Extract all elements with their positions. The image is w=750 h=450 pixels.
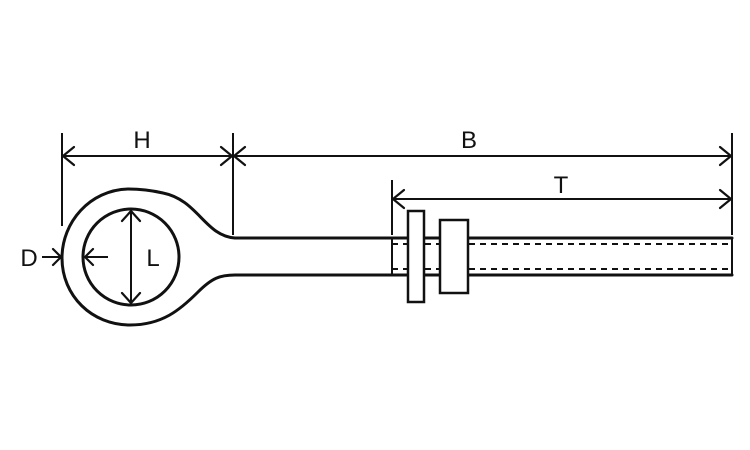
eye-ring-outer (60, 187, 237, 327)
washer (406, 209, 426, 304)
dimension-l-label: L (146, 245, 159, 272)
dimension-b-label: B (461, 127, 477, 154)
dimension-d-arrow-outer (51, 247, 63, 267)
dimension-t: T (391, 172, 733, 210)
dimension-t-arrow-left (391, 188, 406, 210)
dimension-h-arrow-right (219, 145, 234, 167)
dimension-h-arrow-left (61, 145, 76, 167)
dimension-t-arrow-right (718, 188, 733, 210)
dimension-b: B (232, 127, 733, 167)
dimension-l-arrow-top (120, 209, 142, 223)
dimension-t-label: T (554, 172, 569, 199)
nut (438, 218, 470, 295)
dimension-b-arrow-right (718, 145, 733, 167)
dimension-l: L (120, 209, 160, 305)
dimension-d-label: D (20, 245, 37, 272)
eye-bolt-part (60, 187, 734, 327)
dimension-h-label: H (133, 127, 150, 154)
extension-lines (61, 133, 733, 235)
dimension-d: D (20, 245, 108, 272)
eye-ring-inner (81, 207, 181, 307)
dimension-b-arrow-left (232, 145, 247, 167)
dimension-l-arrow-bottom (120, 291, 142, 305)
dimension-h: H (61, 127, 234, 167)
dimension-d-arrow-inner (83, 247, 95, 267)
